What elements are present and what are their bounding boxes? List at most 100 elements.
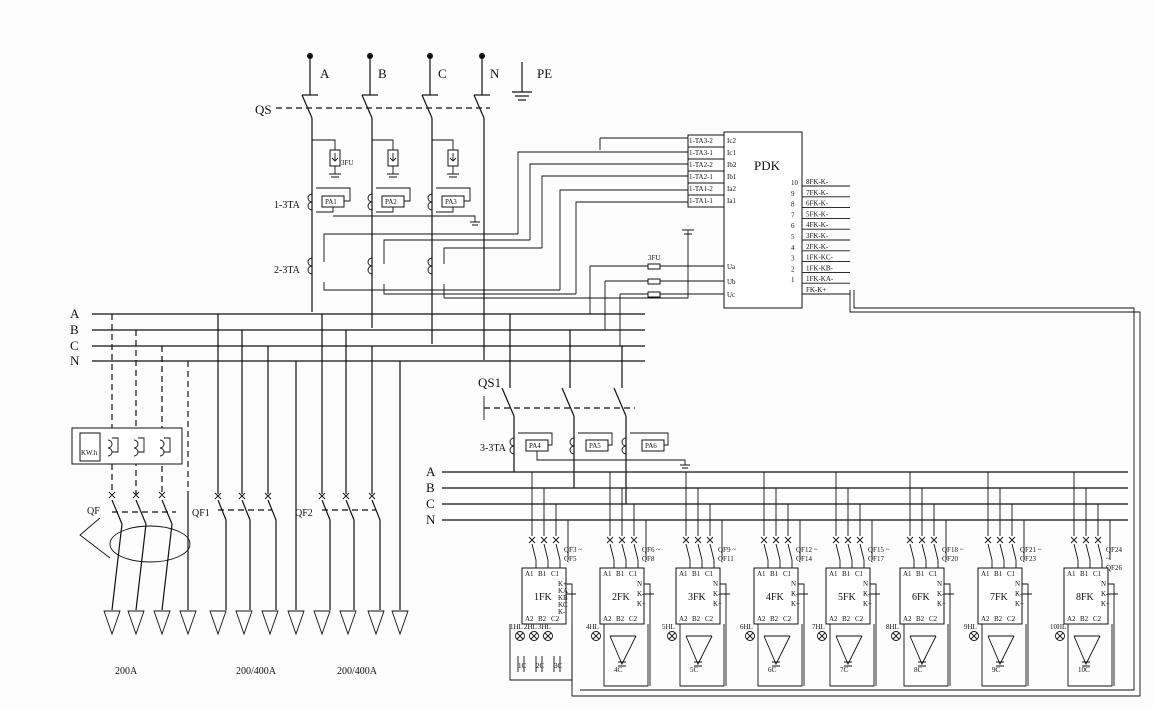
fk-pin: K+ (1015, 600, 1024, 608)
ct-input-1: 1-TA3-1 (689, 149, 713, 157)
fk-pin: C1 (629, 570, 638, 578)
branch-breaker-blade (847, 543, 853, 561)
indicator-lamp (891, 631, 901, 641)
bus-lower-a: A (426, 464, 436, 479)
fk-pin: A2 (603, 615, 612, 623)
branch-breaker-blade (633, 543, 639, 561)
capacitor-plates (918, 661, 926, 667)
qf-range-label: QF3 ~ (564, 546, 582, 554)
fk-pin: C1 (855, 570, 864, 578)
breaker-x-mark (906, 536, 914, 544)
fk-pin: B2 (916, 615, 925, 623)
fk-pin: A2 (679, 615, 688, 623)
fk-pin: B2 (1080, 615, 1089, 623)
control-wire (798, 583, 808, 686)
cap-frame (903, 624, 949, 687)
cap-frame (1067, 624, 1113, 687)
fk-pin: C2 (629, 615, 638, 623)
pdk-out-number: 5 (791, 233, 795, 241)
control-wire (870, 583, 880, 686)
capacitor-label: 5C (690, 666, 699, 674)
breaker-x-mark (318, 492, 326, 500)
contactor-label: 4FK (766, 592, 785, 603)
capacitor-label: 6C (768, 666, 777, 674)
ct-group-1-3ta: 1-3TA PA1 PA2 PA3 (274, 187, 480, 226)
breaker-x-mark (540, 536, 548, 544)
capacitor-plates (844, 661, 852, 667)
breaker-x-mark (342, 492, 350, 500)
fk-pin: B2 (770, 615, 779, 623)
qs-label: QS (255, 102, 272, 117)
indicator-lamp (745, 631, 755, 641)
pdk-term-ib1: Ib1 (727, 173, 737, 181)
fk-pin: K- (558, 608, 566, 616)
fk-pin: C1 (1093, 570, 1102, 578)
feeder-terminal-triangle (391, 610, 409, 636)
lamp-label: 3HL (538, 623, 551, 631)
qf-range-label: QF23 (1020, 555, 1036, 563)
capacitor-delta (763, 635, 791, 666)
contactor-label: 2FK (612, 592, 631, 603)
pdk-term-ub: Ub (727, 278, 736, 286)
branch-breaker-blade (697, 543, 703, 561)
ct-input-4: 1-TA1-2 (689, 185, 713, 193)
contactor-box (675, 567, 721, 625)
feeder-terminal-triangle (179, 610, 197, 636)
control-wire (1108, 583, 1118, 686)
pdk-out-number: 2 (791, 265, 795, 273)
ammeter-pa2: PA2 (385, 198, 397, 206)
feeder-terminal-triangle (153, 610, 171, 636)
ct-input-0: 1-TA3-2 (689, 137, 713, 145)
fk-pin: B1 (916, 570, 925, 578)
pdk-out-label: 1FK-KB- (806, 264, 834, 272)
lamp-label: 6HL (740, 623, 753, 631)
branch-neutral (566, 519, 570, 560)
pdk-term-ic2: Ic2 (727, 137, 736, 145)
breaker-x-mark (682, 536, 690, 544)
phase-label-b: B (378, 66, 387, 81)
fk-pin: N (1015, 580, 1020, 588)
branch-neutral (798, 519, 802, 560)
fk-pin: B2 (994, 615, 1003, 623)
breaker-x-mark (1070, 536, 1078, 544)
fk-pin: N (713, 580, 718, 588)
pdk-out-label: 4FK-K- (806, 221, 829, 229)
fk-pin: K+ (937, 600, 946, 608)
pdk-out-label: 8FK-K- (806, 178, 829, 186)
control-wire (720, 583, 730, 686)
branch-neutral (1022, 519, 1026, 560)
fk-pin: K- (937, 590, 945, 598)
indicator-lamp (515, 631, 525, 641)
branch-breaker-blade (685, 543, 691, 561)
branch-breaker-blade (835, 543, 841, 561)
breaker-x-mark (1008, 536, 1016, 544)
breaker-x-mark (784, 536, 792, 544)
capacitor-incoming: QS1 3-3TA PA4 PA5 PA6 (478, 314, 690, 504)
outgoing-feeders (103, 314, 409, 636)
fk-pin: KC (558, 601, 568, 609)
lamp-cross (970, 632, 978, 640)
fk-pin: A1 (903, 570, 912, 578)
breaker-x-mark (996, 536, 1004, 544)
fk-pin: B1 (770, 570, 779, 578)
contactor-label: 1FK (534, 592, 553, 603)
capacitor-plates (694, 661, 702, 667)
branch-breaker-blade (775, 543, 781, 561)
fk-pin: A1 (1067, 570, 1076, 578)
contactor-label: 6FK (912, 592, 931, 603)
fk-pin: C2 (705, 615, 714, 623)
qf-label-main: QF (87, 506, 100, 517)
contactor-box (521, 567, 567, 625)
ct-input-5: 1-TA1-1 (689, 197, 713, 205)
fk-pin: C1 (551, 570, 560, 578)
main-switch-qs: QS (255, 94, 490, 360)
cap-frame (679, 624, 725, 687)
fk-pin: B1 (538, 570, 547, 578)
lamp-cross (516, 632, 524, 640)
qf-range-label: QF12 ~ (796, 546, 818, 554)
contactor-label: 7FK (990, 592, 1009, 603)
capacitor-label: 8C (914, 666, 923, 674)
breaker-x-mark (930, 536, 938, 544)
ammeter-pa1: PA1 (325, 198, 337, 206)
